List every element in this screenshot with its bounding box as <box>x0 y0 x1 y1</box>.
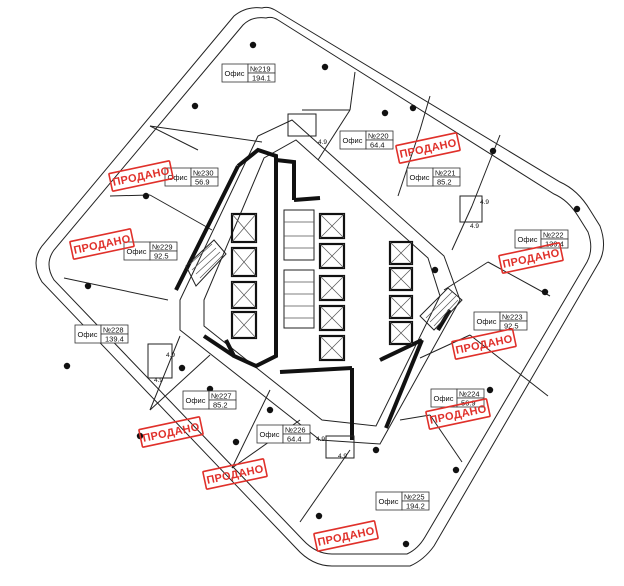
office-number: №230 <box>193 169 214 178</box>
sold-stamp-225: ПРОДАНО <box>313 520 379 552</box>
elevators-right <box>388 240 414 346</box>
office-partitions <box>63 71 551 523</box>
office-number: №219 <box>250 65 271 74</box>
shaft-walls <box>174 147 452 440</box>
sold-stamp-227: ПРОДАНО <box>138 416 204 448</box>
building-outline <box>35 6 604 567</box>
service-area-228b: 4.9 <box>154 377 163 384</box>
office-word: Офис <box>518 235 538 244</box>
office-area: 85.2 <box>213 401 228 410</box>
service-closets <box>147 113 483 459</box>
service-area-226a: 4.9 <box>316 436 325 443</box>
office-number: №220 <box>368 132 389 141</box>
office-area: 56.9 <box>195 178 210 187</box>
office-area: 85.2 <box>437 178 452 187</box>
stairs-left <box>185 239 227 287</box>
office-number: №228 <box>103 326 124 335</box>
office-area: 139.4 <box>105 335 124 344</box>
office-area: 92.5 <box>154 252 169 261</box>
office-number: №229 <box>152 243 173 252</box>
office-word: Офис <box>343 136 363 145</box>
office-area: 64.4 <box>370 141 385 150</box>
structural-columns <box>63 41 581 548</box>
office-number: №227 <box>211 392 232 401</box>
restrooms <box>283 209 315 329</box>
office-number: №224 <box>459 390 480 399</box>
office-word: Офис <box>186 396 206 405</box>
office-number: №223 <box>502 313 523 322</box>
office-number: №222 <box>543 231 564 240</box>
office-word: Офис <box>410 173 430 182</box>
service-area-228a: 4.9 <box>166 352 175 359</box>
office-word: Офис <box>477 317 497 326</box>
office-area: 194.2 <box>406 502 425 511</box>
sold-stamp-221: ПРОДАНО <box>395 132 461 164</box>
office-word: Офис <box>260 430 280 439</box>
service-area-226b: 4.9 <box>338 453 347 460</box>
sold-stamp-223: ПРОДАНО <box>451 328 517 360</box>
office-number: №221 <box>435 169 456 178</box>
elevators-left <box>230 212 258 340</box>
office-number: №226 <box>285 426 306 435</box>
service-area-222b: 4.9 <box>470 223 479 230</box>
office-word: Офис <box>78 330 98 339</box>
office-word: Офис <box>379 497 399 506</box>
office-word: Офис <box>225 69 245 78</box>
service-area-220: 4.9 <box>318 139 327 146</box>
office-word: Офис <box>127 247 147 256</box>
office-area: 194.1 <box>252 74 271 83</box>
office-word: Офис <box>434 394 454 403</box>
office-area: 64.4 <box>287 435 302 444</box>
elevators-middle <box>318 212 346 362</box>
office-area: 92.5 <box>504 322 519 331</box>
stairs-right <box>419 287 463 331</box>
office-number: №225 <box>404 493 425 502</box>
office-word: Офис <box>168 173 188 182</box>
sold-stamp-230: ПРОДАНО <box>108 160 174 192</box>
service-area-222a: 4.9 <box>480 199 489 206</box>
